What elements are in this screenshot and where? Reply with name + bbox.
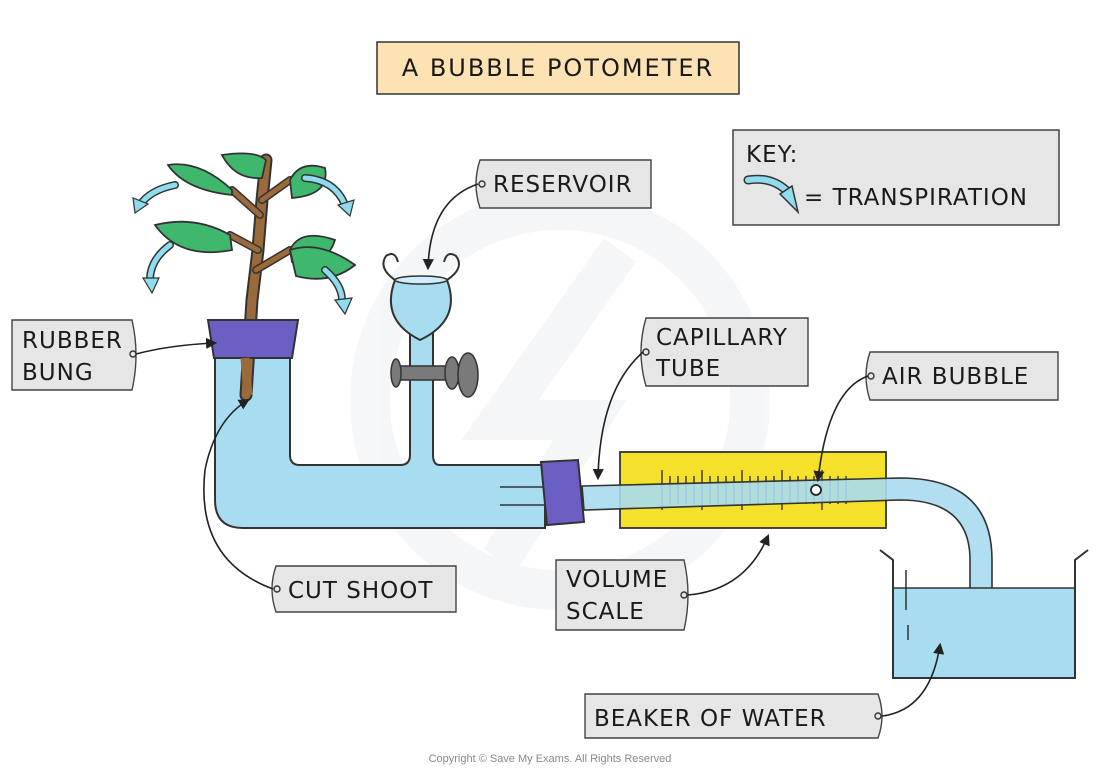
capillary-pointer xyxy=(592,351,644,481)
key-heading: KEY: xyxy=(746,142,798,168)
side-bung xyxy=(539,458,586,527)
rubber-bung-pointer xyxy=(135,337,218,355)
capillary-label-1: CAPILLARY xyxy=(656,325,788,351)
air-bubble xyxy=(810,484,822,496)
tap-valve xyxy=(390,352,479,398)
stem-lower xyxy=(240,357,253,396)
reservoir-label: RESERVOIR xyxy=(493,172,633,198)
beaker-pointer xyxy=(881,642,945,717)
label-capillary-tube: CAPILLARY TUBE xyxy=(640,317,809,387)
label-rubber-bung: RUBBER BUNG xyxy=(11,319,137,391)
page-title: A BUBBLE POTOMETER xyxy=(402,54,714,82)
volume-label-2: SCALE xyxy=(566,599,645,625)
label-beaker: BEAKER OF WATER xyxy=(584,693,883,739)
reservoir xyxy=(382,253,460,342)
copyright-text: Copyright © Save My Exams. All Rights Re… xyxy=(429,753,672,765)
key-entry: = TRANSPIRATION xyxy=(804,185,1028,211)
label-air-bubble: AIR BUBBLE xyxy=(865,351,1059,401)
transpiration-arrows xyxy=(132,174,355,316)
capillary-label-2: TUBE xyxy=(655,356,721,382)
curved-arrow-icon xyxy=(743,174,800,215)
rubber-bung-label-2: BUNG xyxy=(22,360,94,386)
label-volume-scale: VOLUME SCALE xyxy=(555,559,689,631)
label-reservoir: RESERVOIR xyxy=(475,159,652,209)
air-bubble-pointer xyxy=(813,375,869,483)
label-cut-shoot: CUT SHOOT xyxy=(271,565,457,613)
volume-scale-pointer xyxy=(687,533,770,596)
key-box: KEY: = TRANSPIRATION xyxy=(732,129,1060,226)
cut-shoot-label: CUT SHOOT xyxy=(288,578,433,604)
air-bubble-label: AIR BUBBLE xyxy=(882,364,1029,390)
title-box: A BUBBLE POTOMETER xyxy=(376,41,740,95)
reservoir-pointer xyxy=(422,183,479,271)
volume-label-1: VOLUME xyxy=(566,567,668,593)
cut-shoot-pointer xyxy=(203,398,274,590)
rubber-bung-label-1: RUBBER xyxy=(22,328,123,354)
beaker-label: BEAKER OF WATER xyxy=(594,706,827,732)
rubber-bung xyxy=(206,319,300,359)
